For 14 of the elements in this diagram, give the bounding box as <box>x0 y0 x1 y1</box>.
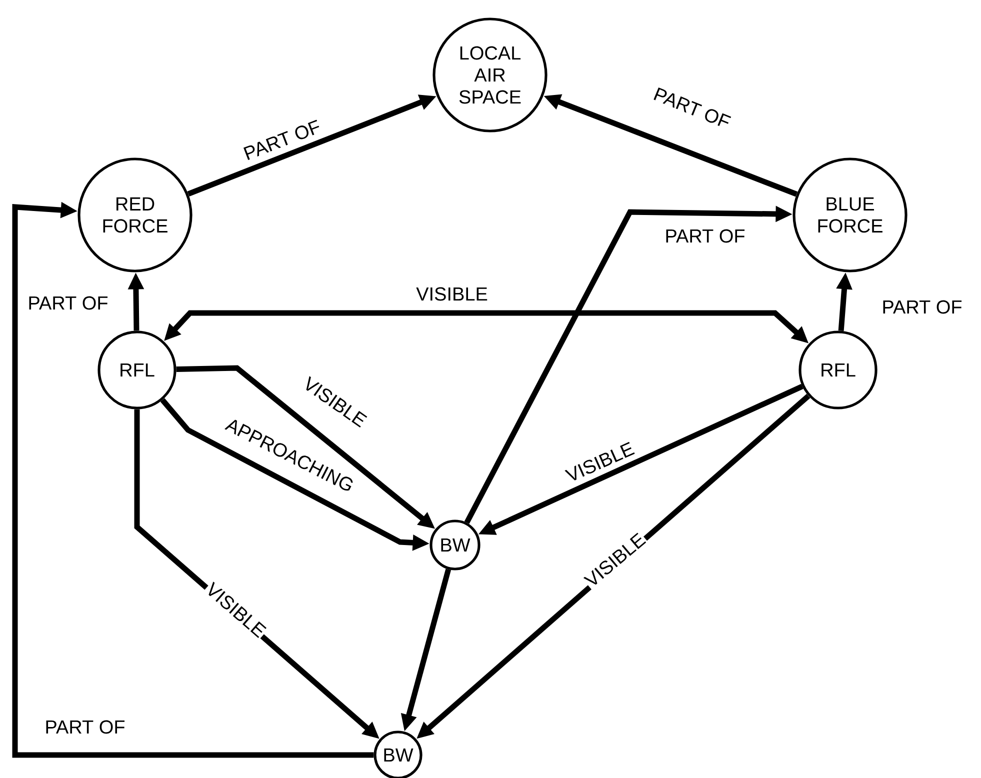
circle-node: RED FORCE <box>78 158 192 272</box>
circle-node: LOCAL AIR SPACE <box>432 18 548 132</box>
circle-node: BW <box>430 520 480 570</box>
edge-label: PART OF <box>650 85 734 131</box>
edge-label: PART OF <box>44 719 126 735</box>
circle-node: RFL <box>798 330 878 410</box>
edge-label: PART OF <box>26 295 110 311</box>
arrow <box>12 202 374 758</box>
circle-node: BLUE FORCE <box>792 158 908 272</box>
edge-label: PART OF <box>240 118 324 162</box>
edge-label: PART OF <box>664 228 746 244</box>
edge-label: VISIBLE <box>415 286 489 302</box>
circle-node: RFL <box>98 330 176 410</box>
edge-label: PART OF <box>880 299 964 315</box>
